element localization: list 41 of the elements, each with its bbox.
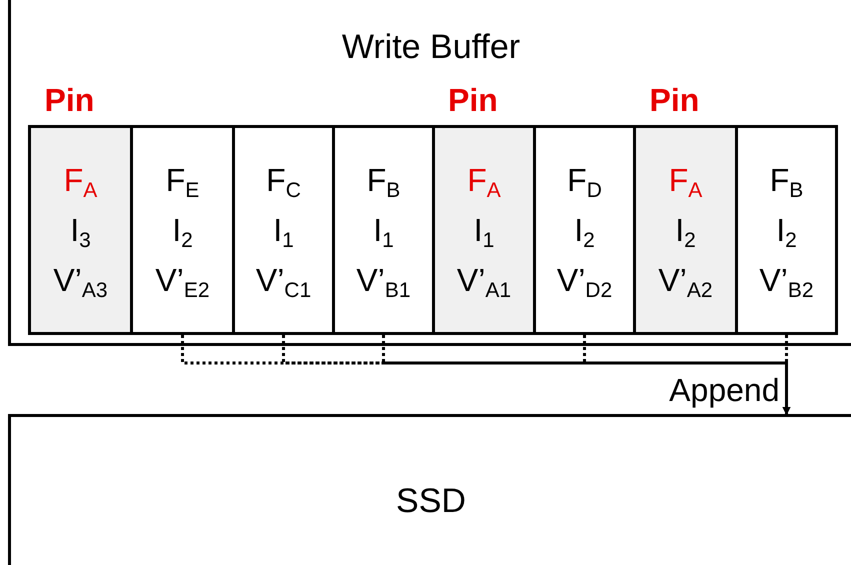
slot-text: F$_{A}$ <box>668 161 702 204</box>
buffer-panel <box>8 0 851 346</box>
slot-text: F$_{B}$ <box>366 161 400 204</box>
slot-text: V’$_{A1}$ <box>456 261 512 304</box>
buffer-slot <box>232 125 335 335</box>
slot-text: I$_{3}$ <box>70 211 91 254</box>
slot-text: V’$_{A2}$ <box>658 261 713 304</box>
slot-text: I$_{1}$ <box>273 211 294 254</box>
slot-text: I$_{1}$ <box>373 211 394 254</box>
buffer-slot <box>533 125 636 335</box>
buffer-slot <box>130 125 235 335</box>
buffer-slot <box>633 125 738 335</box>
buffer-slot <box>332 125 435 335</box>
storage-box <box>8 414 851 565</box>
buffer-slot <box>735 125 838 335</box>
pin-label: Pin <box>650 82 700 119</box>
dotted-connector <box>382 335 790 415</box>
buffer-slot <box>28 125 133 335</box>
pin-label: Pin <box>448 82 498 119</box>
slot-text: V’$_{B1}$ <box>356 261 411 304</box>
slot-text: V’$_{D2}$ <box>556 261 612 304</box>
pin-label: Pin <box>44 82 94 119</box>
slot-text: I$_{2}$ <box>675 211 696 254</box>
buffer-slot <box>432 125 536 335</box>
slot-text: F$_{D}$ <box>567 161 602 204</box>
slot-text: V’$_{E2}$ <box>155 261 210 304</box>
slot-text: I$_{2}$ <box>574 211 595 254</box>
slot-text: I$_{2}$ <box>172 211 193 254</box>
slot-text: V’$_{C1}$ <box>256 261 312 304</box>
dotted-connector <box>782 335 790 415</box>
slot-text: F$_{B}$ <box>770 161 804 204</box>
slot-text: V’$_{A3}$ <box>53 261 108 304</box>
slot-text: F$_{C}$ <box>266 161 301 204</box>
slot-text: F$_{A}$ <box>467 161 501 204</box>
box-title: Write Buffer <box>340 28 522 67</box>
slot-text: F$_{A}$ <box>64 161 98 204</box>
slot-text: F$_{E}$ <box>166 161 200 204</box>
slot-text: I$_{1}$ <box>474 211 494 254</box>
box-title: SSD <box>395 482 467 521</box>
slot-text: I$_{2}$ <box>776 211 797 254</box>
slot-text: V’$_{B2}$ <box>759 261 814 304</box>
